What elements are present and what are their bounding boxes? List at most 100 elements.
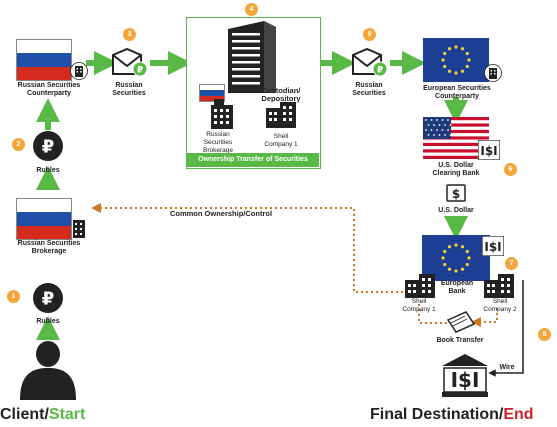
book-transfer-label: Book Transfer — [436, 337, 484, 344]
eu-star — [441, 58, 445, 62]
shell-inner-label: Shell Company 1 — [264, 133, 298, 148]
us-stripe — [423, 142, 489, 147]
custodian-building-icon — [228, 21, 276, 93]
us-star — [444, 124, 446, 126]
building-icon-counterparty — [70, 62, 88, 80]
eu-star — [443, 64, 447, 69]
eu-star — [465, 249, 469, 254]
usa-flag — [423, 117, 489, 159]
eu-star — [447, 47, 452, 51]
russian-securities-label-1: Russian Securities — [112, 82, 146, 97]
us-stripe — [423, 139, 489, 144]
us-star — [427, 124, 430, 126]
step-6-badge: 6 — [504, 163, 517, 176]
wire-path — [488, 280, 524, 377]
eu-star — [443, 262, 447, 267]
svg-text:I$I: I$I — [451, 368, 480, 392]
us-stripe — [423, 120, 489, 124]
rubles-label-top: Rubles — [36, 167, 60, 174]
eu-star — [454, 243, 458, 247]
envelope-ruble-icon: ₽ — [112, 47, 147, 77]
eu-star — [465, 51, 469, 56]
common-ownership-label: Common Ownership/Control — [169, 209, 273, 218]
european-counterparty-label: European Securities Counterparty — [423, 85, 491, 100]
svg-text:₽: ₽ — [42, 137, 55, 158]
eu-star — [443, 249, 447, 254]
us-star — [433, 134, 435, 136]
svg-text:₽: ₽ — [42, 289, 55, 310]
custodian-label: Custodian/ Depository — [261, 86, 301, 103]
eu-star — [467, 58, 471, 62]
eu-star — [460, 245, 465, 249]
us-stripe — [423, 136, 489, 140]
us-star — [425, 119, 427, 121]
eu-star — [447, 245, 452, 249]
building-icon-european — [484, 64, 502, 82]
brokerage-building-icon-inner — [211, 99, 233, 129]
us-star — [430, 119, 433, 121]
eu-star — [460, 47, 465, 51]
client-text: Client/ — [0, 406, 49, 423]
envelope-ruble-icon-2: ₽ — [352, 47, 387, 77]
russian-securities-label-2: Russian Securities — [352, 82, 386, 97]
rubles-label-bottom: Rubles — [36, 318, 60, 325]
eu-star — [447, 267, 452, 271]
eu-star — [465, 262, 469, 267]
svg-text:₽: ₽ — [377, 66, 383, 76]
eu-star — [454, 71, 458, 75]
us-star — [427, 134, 430, 136]
step-7-badge: 7 — [505, 257, 518, 270]
shell-building-icon-inner — [266, 102, 296, 128]
common-ownership-path — [91, 203, 418, 293]
eu-star — [454, 269, 458, 273]
european-bank-label: European Bank — [440, 280, 474, 295]
us-star — [430, 129, 433, 131]
dollar-bill-icon: $ — [446, 184, 466, 202]
step-1-badge: 1 — [7, 290, 20, 303]
us-star — [447, 119, 449, 121]
final-destination-end-label: Final Destination/End — [370, 406, 534, 424]
step-4-badge: 4 — [245, 3, 258, 16]
step-2-badge: 2 — [12, 138, 25, 151]
us-stripe — [423, 149, 489, 153]
svg-text:$: $ — [452, 187, 460, 201]
us-star — [441, 119, 444, 121]
shell-company-2-label: Shell Company 2 — [483, 298, 517, 313]
start-text: Start — [48, 406, 86, 423]
us-stripe — [423, 129, 489, 134]
shell-company-2-icon — [484, 274, 514, 298]
step-5-badge: 5 — [363, 28, 376, 41]
eu-star — [454, 45, 458, 49]
usd-clearing-bank-label: U.S. Dollar Clearing Bank — [432, 162, 480, 177]
us-stripe — [423, 126, 489, 131]
final-destination-text: Final Destination/ — [370, 406, 504, 423]
client-person-icon — [20, 341, 76, 400]
shell1-dotted-line — [418, 304, 448, 324]
wire-label: Wire — [499, 364, 515, 371]
brokerage-inner-label: Russian Securities Brokerage — [203, 131, 233, 154]
eu-star — [460, 267, 465, 271]
us-stripe — [423, 123, 489, 127]
us-dollar-label: U.S. Dollar — [438, 207, 474, 214]
us-star — [438, 134, 441, 136]
ruble-coin-icon-bottom: ₽ — [33, 283, 63, 313]
svg-text:I$I: I$I — [484, 240, 501, 254]
svg-text:I$I: I$I — [480, 144, 497, 158]
step-8-badge: 8 — [538, 328, 551, 341]
russian-counterparty-label: Russian Securities Counterparty — [17, 82, 81, 97]
us-star — [436, 129, 438, 131]
us-stripe — [423, 117, 489, 121]
eu-star — [447, 69, 452, 73]
final-bank-icon: I$I — [442, 354, 488, 397]
shell-company-1-icon — [405, 274, 435, 298]
us-star — [449, 124, 452, 126]
bank-icon-european: I$I — [482, 236, 504, 256]
ownership-transfer-bar — [187, 153, 319, 167]
shell-company-1-label: Shell Company 1 — [402, 298, 436, 313]
us-stripe — [423, 155, 489, 159]
russia-flag-top — [16, 39, 72, 81]
eu-star — [443, 51, 447, 56]
us-star — [438, 124, 441, 126]
book-icon — [446, 311, 476, 333]
